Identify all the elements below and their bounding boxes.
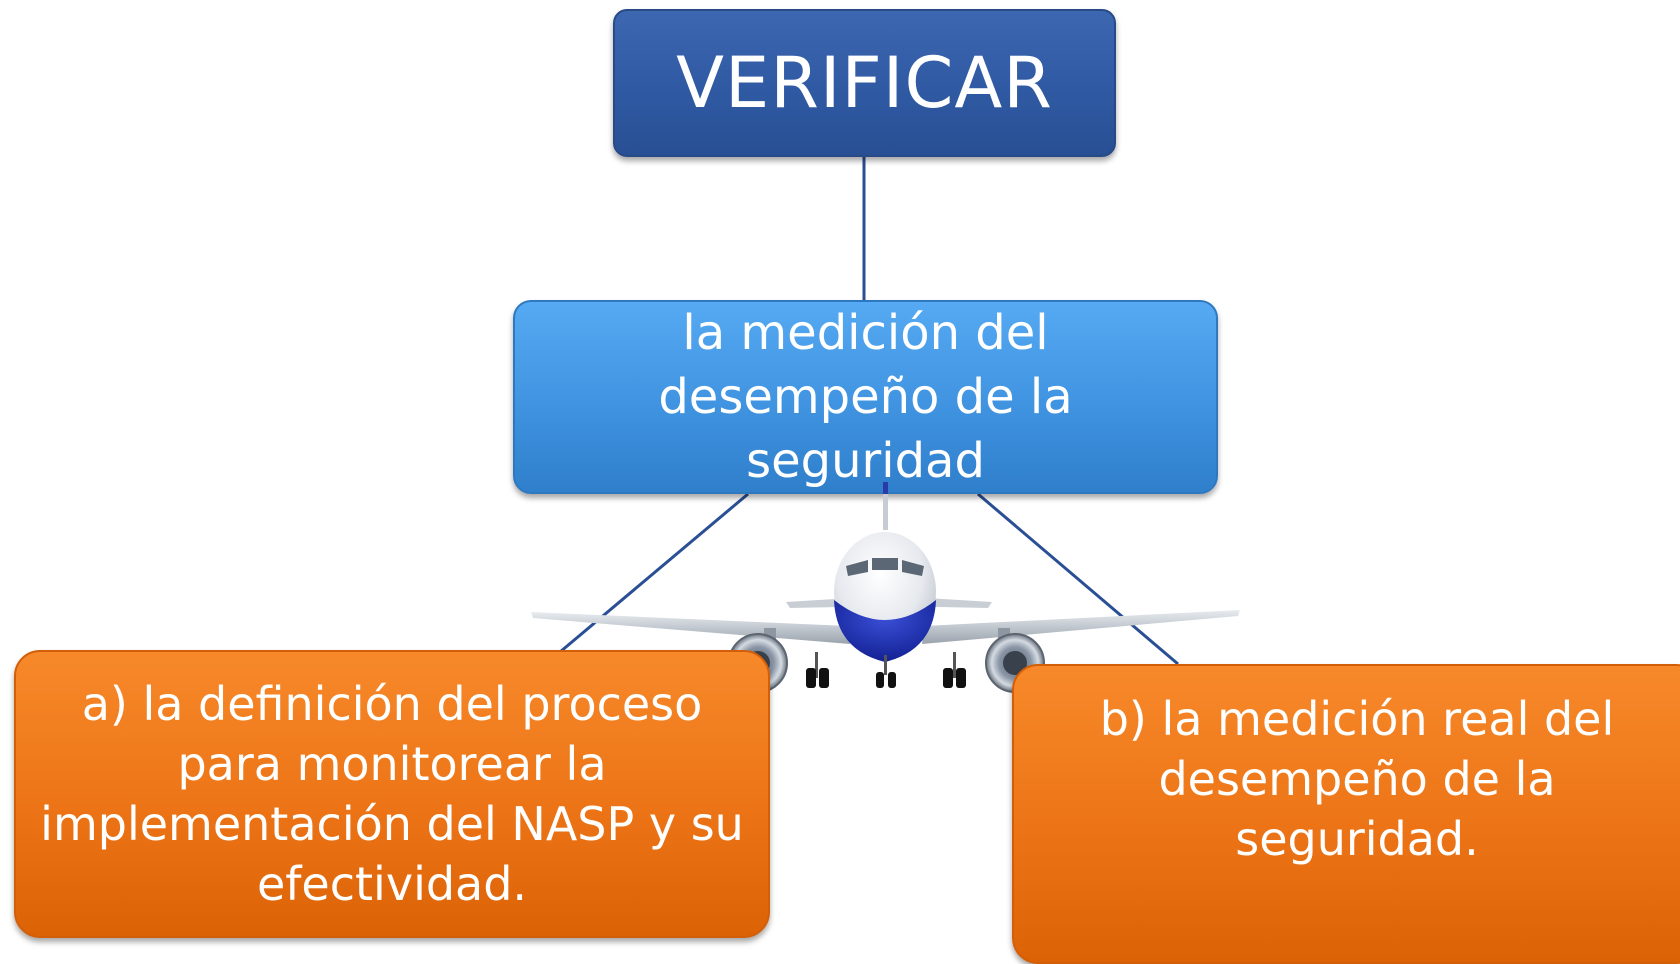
node-safety-performance-measurement-label: la medición del desempeño de la segurida… — [658, 305, 1073, 489]
node-verificar: VERIFICAR — [613, 9, 1116, 157]
connector-middle-right — [977, 492, 1179, 666]
node-verificar-label: VERIFICAR — [676, 42, 1053, 124]
node-real-measurement-label: b) la medición real del desempeño de la … — [1099, 692, 1615, 866]
node-real-measurement: b) la medición real del desempeño de la … — [1012, 664, 1680, 964]
node-process-definition: a) la definición del proceso para monito… — [14, 650, 770, 938]
node-process-definition-label: a) la definición del proceso para monito… — [40, 677, 744, 911]
node-safety-performance-measurement: la medición del desempeño de la segurida… — [513, 300, 1218, 494]
connector-middle-left — [559, 492, 749, 654]
